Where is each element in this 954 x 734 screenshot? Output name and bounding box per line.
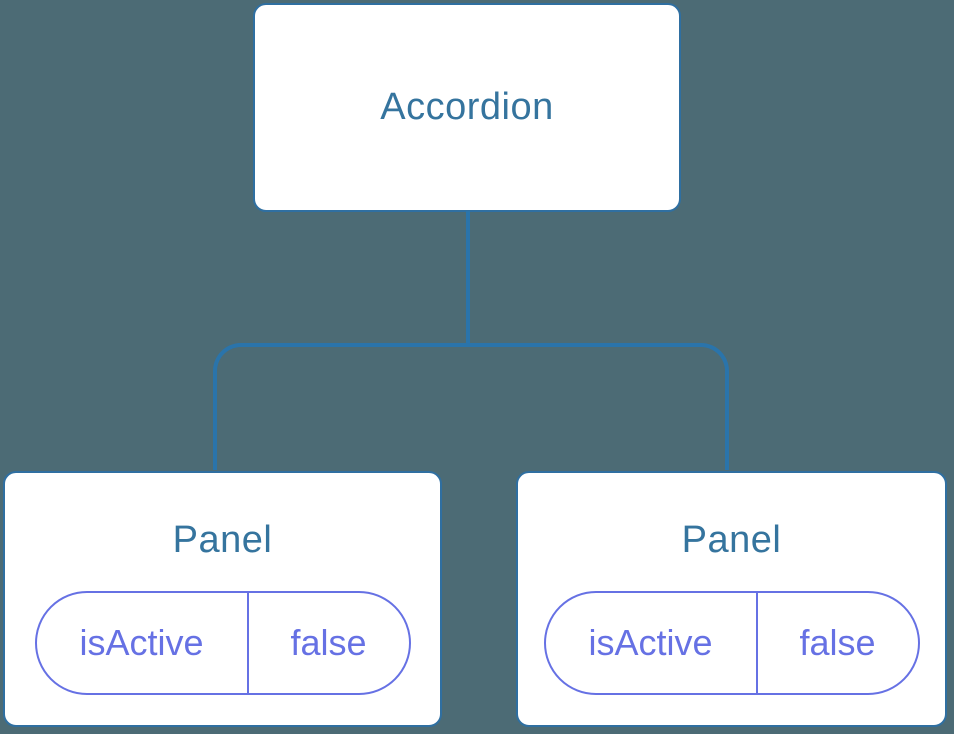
state-pill-2-value: false <box>799 622 876 663</box>
node-accordion-label: Accordion <box>380 86 554 128</box>
state-pill-1-key: isActive <box>37 593 249 693</box>
node-accordion: Accordion <box>253 3 681 212</box>
node-panel-1: Panel isActive false <box>3 471 442 727</box>
connector-stem <box>466 211 470 347</box>
state-pill-2: isActive false <box>543 591 920 695</box>
node-panel-2: Panel isActive false <box>516 471 947 727</box>
state-pill-1: isActive false <box>34 591 411 695</box>
node-panel-2-label: Panel <box>681 519 782 561</box>
state-pill-2-key: isActive <box>546 593 758 693</box>
state-pill-1-value: false <box>290 622 367 663</box>
connector-bracket <box>213 343 729 470</box>
node-panel-1-label: Panel <box>172 519 273 561</box>
